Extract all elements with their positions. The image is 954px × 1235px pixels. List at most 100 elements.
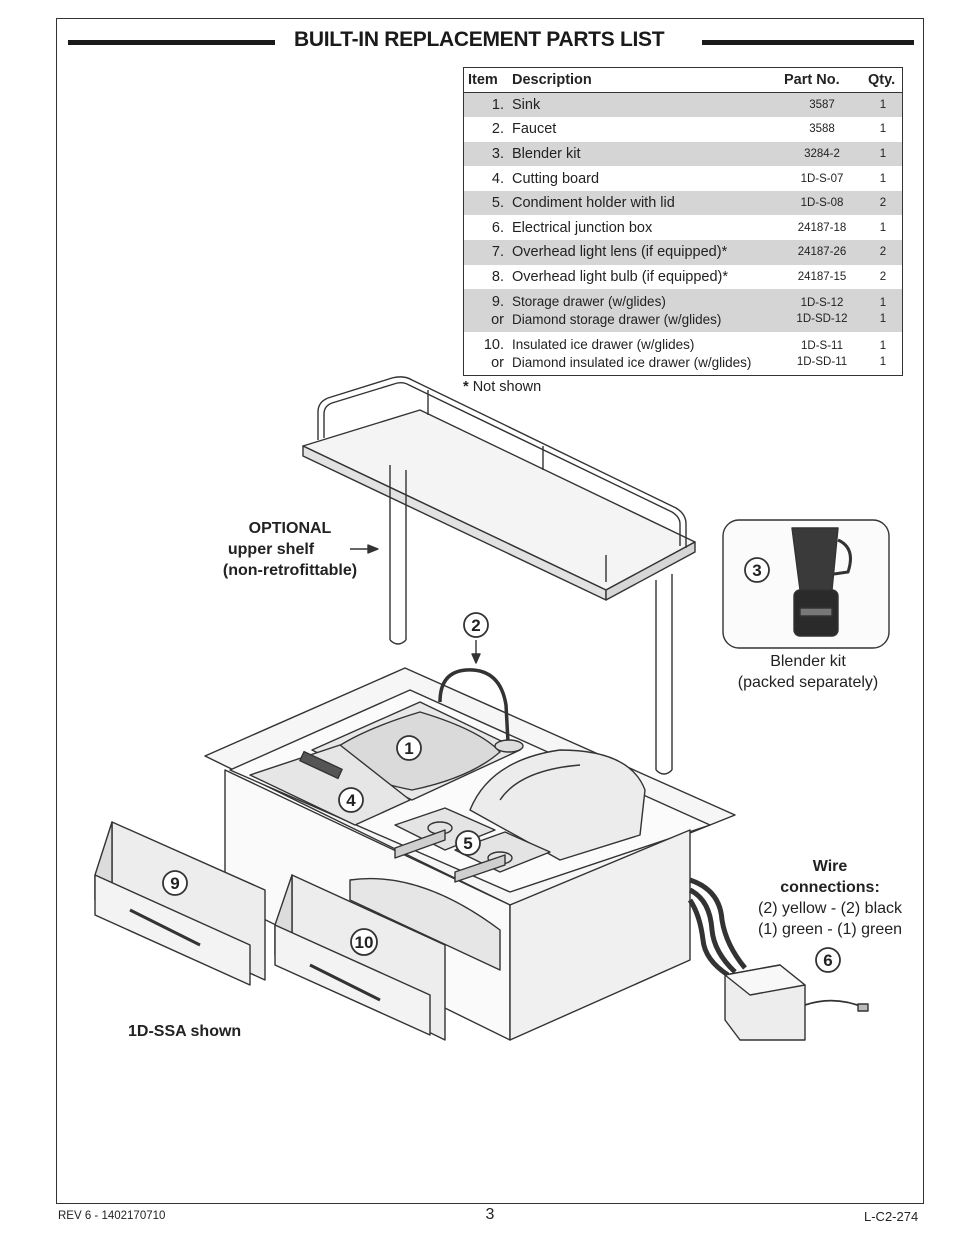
callout-6 [815,947,841,973]
table-row: 9.or Storage drawer (w/glides) Diamond st… [463,289,903,333]
table-row: 10.or Insulated ice drawer (w/glides) Dia… [464,332,903,375]
row-qty: 1 [864,141,903,167]
header-description: Description [508,67,780,93]
wire-line2: (1) green - (1) green [757,921,903,938]
blender-caption: Blender kit (packed separately) [722,651,894,693]
wiring-illustration [687,877,869,1041]
title-rule-left [68,40,275,45]
row-description: Electrical junction box [512,219,653,236]
page-title: BUILT-IN REPLACEMENT PARTS LIST [294,28,665,51]
callout-4-label: 4 [346,791,356,810]
row-description: Overhead light bulb (if equipped)* [512,268,729,285]
callout-10-label: 10 [355,933,374,952]
row-part-b: 1D-SD-12 [796,312,848,325]
footnote: * Not shown [463,379,541,395]
callout-5 [455,830,481,856]
row-qty-a: 1 [879,339,887,352]
row-description-b: Diamond insulated ice drawer (w/glides) [512,354,752,370]
callout-6-label: 6 [823,951,832,970]
row-item: 3. [463,141,508,167]
row-item: 10.or [464,332,509,375]
callout-5-label: 5 [463,834,472,853]
optional-shelf-line1: OPTIONAL [248,520,332,537]
table-row: 5. Condiment holder with lid 1D-S-08 2 [463,190,903,216]
row-description: Cutting board [512,170,600,187]
row-description: Overhead light lens (if equipped)* [508,240,780,265]
row-item: 4. [491,170,504,187]
row-part-a: 1D-S-12 [800,296,844,309]
row-description-a: Insulated ice drawer (w/glides) [512,336,695,352]
row-part-b: 1D-SD-11 [796,355,848,368]
row-qty: 1 [864,92,903,118]
row-description-a: Storage drawer (w/glides) [512,293,666,309]
row-part-a: 1D-S-11 [801,339,843,352]
row-description: Insulated ice drawer (w/glides) Diamond i… [508,332,780,375]
footer-revision: REV 6 - 1402170710 [58,1210,166,1222]
row-qty-b: 1 [879,312,887,325]
row-part-no: 24187-26 [780,240,864,265]
row-description: Condiment holder with lid [508,190,780,216]
row-part-no: 1D-S-12 1D-SD-12 [780,289,864,333]
row-qty: 1 [879,123,887,136]
table-row: 7. Overhead light lens (if equipped)* 24… [463,240,903,265]
table-row: 4. Cutting board 1D-S-07 1 [464,166,903,191]
wire-title-line2: connections: [780,879,880,896]
row-part-no: 1D-S-07 [800,172,844,185]
header-qty: Qty. [864,67,903,93]
row-part-no: 3588 [809,123,835,136]
callout-4 [338,787,364,813]
table-row: 6. Electrical junction box 24187-18 1 [464,215,903,240]
row-description-b: Diamond storage drawer (w/glides) [512,311,722,327]
row-qty: 2 [879,270,887,283]
row-qty-a: 1 [879,296,887,309]
callout-2-label: 2 [471,616,480,635]
row-item-number: 9. [491,293,504,310]
title-rule-right [702,40,914,45]
row-part-no: 3587 [780,92,864,118]
row-qty: 2 [864,190,903,216]
blender-caption-line2: (packed separately) [737,674,879,691]
row-qty: 2 [864,240,903,265]
footer-doc-code: L-C2-274 [864,1209,919,1224]
row-part-no: 1D-S-08 [780,190,864,216]
wire-title-line1: Wire [812,858,848,875]
model-shown-label: 1D-SSA shown [128,1023,242,1040]
table-header-row: Item Description Part No. Qty. [463,67,903,93]
row-description: Storage drawer (w/glides) Diamond storage… [508,289,780,333]
optional-shelf-line3: (non-retrofittable) [222,562,358,579]
row-item: 9.or [463,289,508,333]
row-item: 7. [463,240,508,265]
upper-shelf-illustration [302,376,696,775]
row-description: Blender kit [508,141,780,167]
footer-page-number: 3 [485,1206,495,1223]
row-item: 2. [491,121,504,138]
row-qty-b: 1 [879,355,887,368]
row-part-no: 3284-2 [780,141,864,167]
table-row: 2. Faucet 3588 1 [464,117,903,142]
row-part-no: 24187-15 [797,270,847,283]
row-item: 6. [491,219,504,236]
footnote-text: Not shown [472,379,542,395]
header-part-no: Part No. [780,67,864,93]
table-row: 1. Sink 3587 1 [463,92,903,118]
row-item-or: or [491,311,504,328]
callout-3 [744,557,770,583]
row-item-number: 10. [483,336,504,353]
drawers-illustration [94,821,501,1041]
row-description: Faucet [512,121,557,138]
callout-3-label: 3 [752,561,761,580]
callout-10 [350,928,378,956]
row-item-or: or [491,354,504,371]
table-row: 3. Blender kit 3284-2 1 [463,141,903,167]
row-part-no: 1D-S-11 1D-SD-11 [780,332,864,375]
parts-table: Item Description Part No. Qty. 1. Sink 3… [463,67,903,376]
table-row: 8. Overhead light bulb (if equipped)* 24… [464,265,903,290]
callout-1-label: 1 [404,739,413,758]
page-frame [56,18,924,1204]
row-qty: 1 [879,221,887,234]
callout-1 [396,735,422,761]
row-item: 5. [463,190,508,216]
